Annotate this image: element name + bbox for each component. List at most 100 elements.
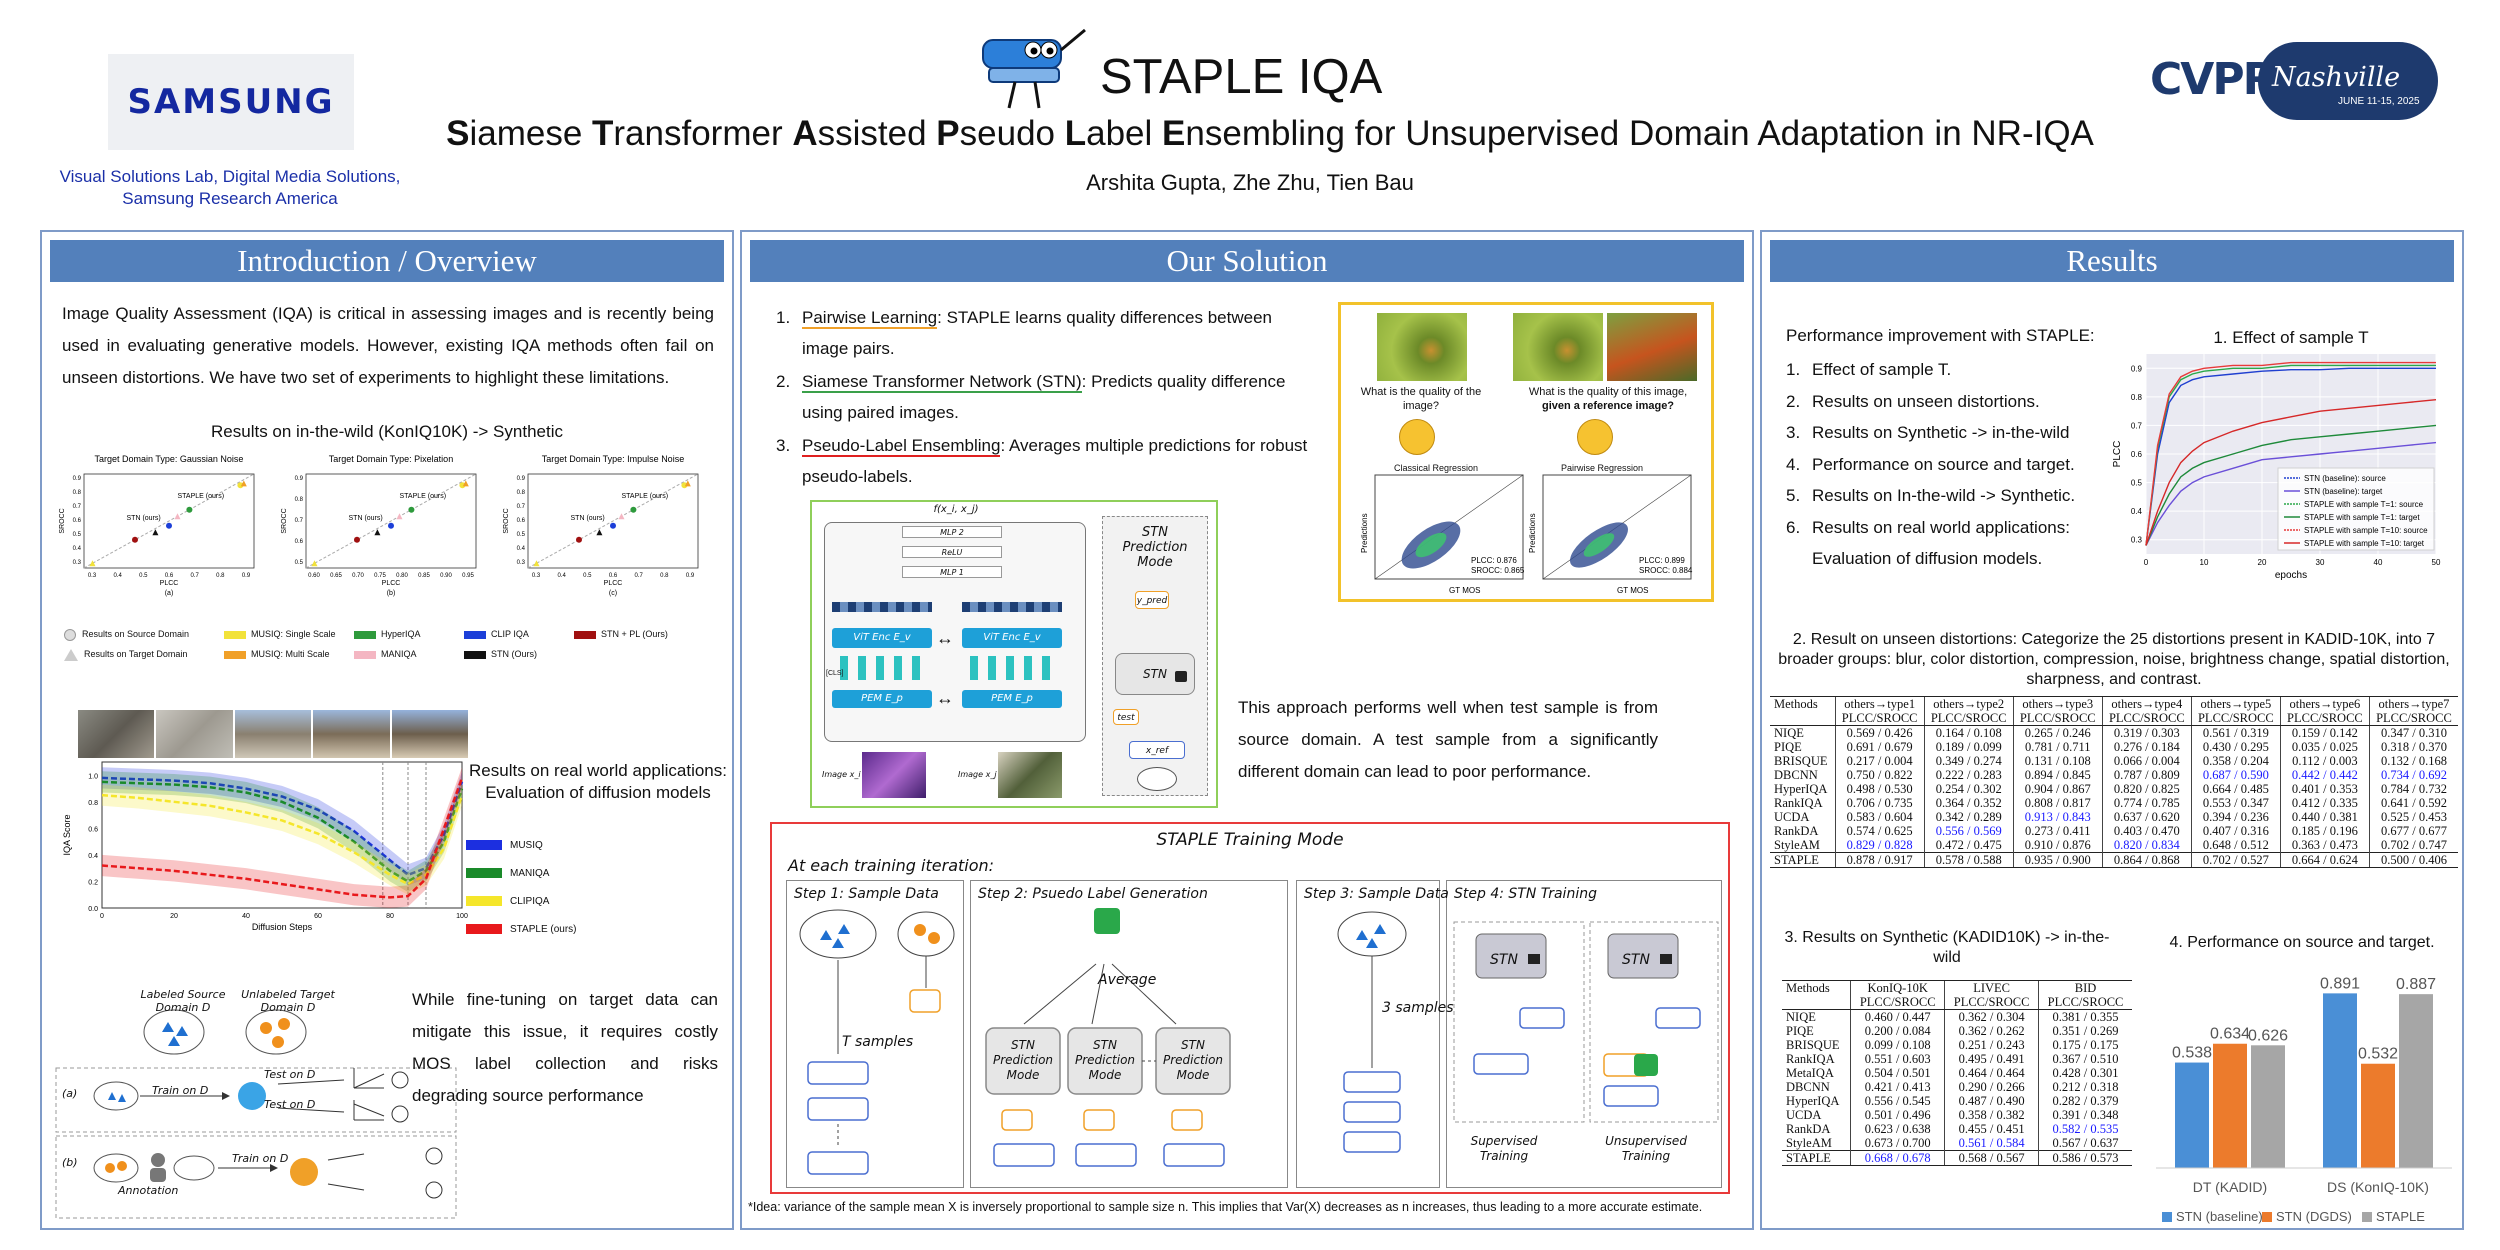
table-cell: 0.567 / 0.637 bbox=[2038, 1136, 2132, 1151]
results-list-item: 6.Results on real world applications: Ev… bbox=[1786, 512, 2116, 575]
xref-label: x_ref bbox=[1145, 746, 1169, 756]
bar bbox=[2175, 1062, 2209, 1168]
subtitle-part: abel bbox=[1086, 114, 1163, 153]
table-cell: DBCNN bbox=[1786, 1080, 1830, 1094]
gt-mos-label: GT MOS bbox=[1617, 586, 1648, 595]
table-cell: 0.574 / 0.625 bbox=[1834, 824, 1925, 838]
arc-image bbox=[391, 710, 469, 758]
table-cell: 0.829 / 0.828 bbox=[1834, 838, 1925, 853]
series-line bbox=[2145, 424, 2437, 546]
prediction-mode-title: STN Prediction Mode bbox=[1122, 525, 1188, 570]
table-cell: 0.556 / 0.569 bbox=[1923, 824, 2014, 838]
table-cell: 0.035 / 0.025 bbox=[2279, 740, 2370, 754]
table-cell: 0.407 / 0.316 bbox=[2190, 824, 2281, 838]
table-cell: 0.504 / 0.501 bbox=[1850, 1066, 1945, 1080]
table-cell: NIQE bbox=[1786, 1010, 1816, 1024]
table-cell: 0.282 / 0.379 bbox=[2038, 1094, 2132, 1108]
x-tick-label: 20 bbox=[170, 913, 178, 920]
table-cell: 0.290 / 0.266 bbox=[1944, 1080, 2039, 1094]
column-subheader: PLCC/SROCC bbox=[2101, 711, 2192, 726]
finetune-paragraph: While fine-tuning on target data can mit… bbox=[412, 990, 718, 1105]
stn-label-unsupervised: STN bbox=[1622, 952, 1650, 968]
annotation-stn: STN (ours) bbox=[349, 515, 383, 522]
confidence-band bbox=[102, 771, 462, 893]
guitar-icon bbox=[2258, 42, 2438, 120]
table-cell: 0.691 / 0.679 bbox=[1834, 740, 1925, 754]
arch-output-label: f(x_i, x_j) bbox=[933, 504, 979, 515]
table-cell: 0.391 / 0.348 bbox=[2038, 1108, 2132, 1122]
question-1: What is the quality of the image? bbox=[1351, 385, 1491, 413]
y-axis-label: SROCC bbox=[59, 508, 66, 533]
step4-title: Step 4: STN Training bbox=[1454, 886, 1597, 902]
y-tick-label: 0.6 bbox=[295, 539, 304, 545]
subtitle-cap-e: E bbox=[1162, 114, 1186, 153]
table-cell: 0.164 / 0.108 bbox=[1923, 725, 2014, 740]
results-item-text: Performance on source and target. bbox=[1812, 454, 2075, 474]
arc-image bbox=[313, 710, 390, 758]
column-header: others→type3 bbox=[2012, 696, 2103, 711]
x-tick-label: 0.5 bbox=[583, 573, 592, 579]
table-cell: 0.189 / 0.099 bbox=[1923, 740, 2014, 754]
series-line bbox=[101, 780, 464, 883]
table-cell: 0.222 / 0.283 bbox=[1923, 768, 2014, 782]
legend-musiq-multi: MUSIQ: Multi Scale bbox=[224, 644, 330, 664]
supervised-training-label: Supervised Training bbox=[1470, 1134, 1538, 1163]
legend-label: HyperIQA bbox=[381, 629, 421, 639]
table-cell: 0.363 / 0.473 bbox=[2279, 838, 2370, 853]
column-header: others→type4 bbox=[2101, 696, 2192, 711]
x-axis-label: Diffusion Steps bbox=[252, 922, 313, 932]
column-subheader: PLCC/SROCC bbox=[2368, 711, 2458, 726]
classical-regression-label: Classical Regression bbox=[1393, 463, 1479, 473]
table-cell: 0.472 / 0.475 bbox=[1923, 838, 2014, 853]
results-item-text: Results on real world applications: Eval… bbox=[1812, 517, 2070, 569]
marker-target bbox=[89, 560, 96, 567]
x-tick-label: 50 bbox=[2432, 558, 2441, 567]
y-tick-label: 0.3 bbox=[517, 560, 526, 566]
pem-left-label: PEM E_p bbox=[861, 693, 903, 704]
x-tick-label: 0.75 bbox=[374, 573, 386, 579]
solution-list: 1.Pairwise Learning: STAPLE learns quali… bbox=[776, 302, 1316, 492]
legend-swatch bbox=[2362, 1212, 2372, 1222]
table-cell: StyleAM bbox=[1786, 1136, 1832, 1150]
marker-source bbox=[459, 482, 466, 489]
legend-source: Results on Source Domain bbox=[64, 624, 264, 644]
confidence-band bbox=[102, 767, 462, 886]
y-tick-label: 0.5 bbox=[295, 560, 304, 566]
qa-figure: What is the quality of the image? What i… bbox=[1338, 302, 1714, 602]
results-list: 1.Effect of sample T. 2.Results on unsee… bbox=[1786, 354, 2116, 575]
subtitle-cap-l: L bbox=[1064, 114, 1087, 153]
series-line bbox=[2145, 399, 2437, 546]
token-columns-left bbox=[840, 656, 930, 680]
x-tick-label: 0.9 bbox=[686, 573, 695, 579]
training-mode-subtitle: At each training iteration: bbox=[788, 856, 995, 875]
samsung-logo-text: SAMSUNG bbox=[127, 82, 335, 122]
marker-source bbox=[354, 536, 360, 543]
x-tick-label: 0.7 bbox=[190, 573, 199, 579]
x-tick-label: 0.8 bbox=[216, 573, 225, 579]
bird-image bbox=[1513, 313, 1603, 381]
table-cell: PIQE bbox=[1786, 1024, 1814, 1038]
column-header: Methods bbox=[1782, 980, 1851, 995]
table-cell: 0.582 / 0.535 bbox=[2038, 1122, 2132, 1136]
legend-label: STAPLE (ours) bbox=[510, 924, 577, 935]
item-num: 3. bbox=[776, 436, 791, 455]
cls-token-label: [CLS] bbox=[826, 670, 844, 677]
image-j bbox=[998, 752, 1062, 798]
table-cell: 0.487 / 0.490 bbox=[1944, 1094, 2039, 1108]
column-header: others→type5 bbox=[2190, 696, 2281, 711]
bar bbox=[2323, 993, 2357, 1168]
question-2: What is the quality of this image,given … bbox=[1505, 385, 1711, 413]
item-term: Pairwise Learning bbox=[802, 308, 938, 329]
pem-right: PEM E_p bbox=[962, 690, 1062, 708]
intro-paragraph: Image Quality Assessment (IQA) is critic… bbox=[62, 304, 714, 387]
average-label: Average bbox=[1098, 972, 1157, 988]
